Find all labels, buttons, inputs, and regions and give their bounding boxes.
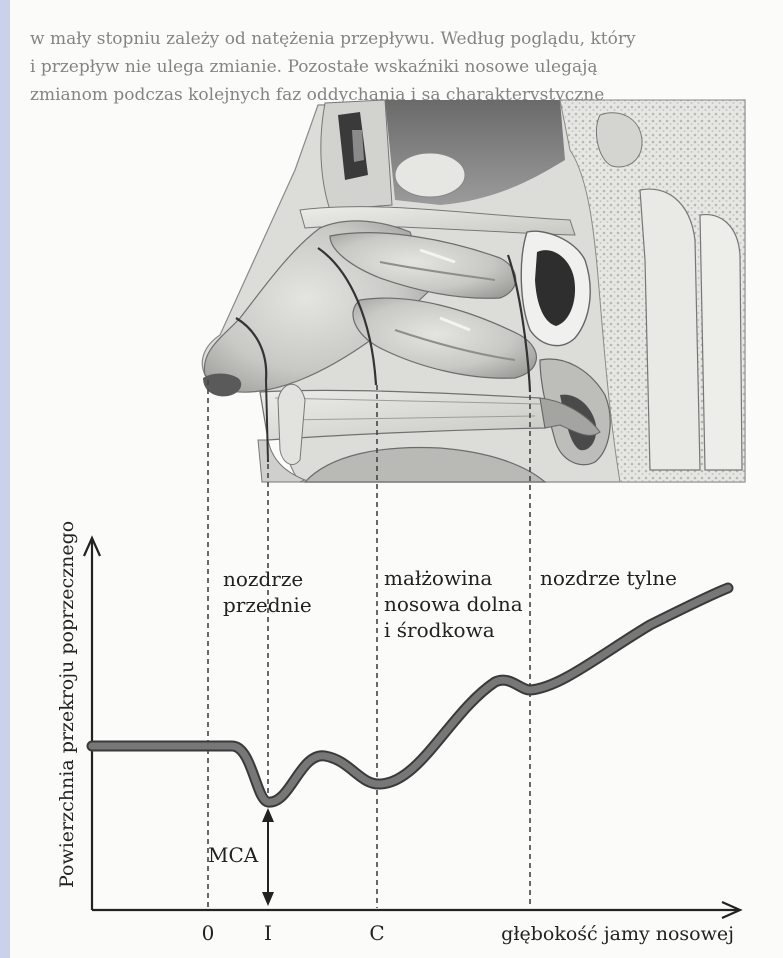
mca-arrow (262, 808, 274, 906)
mca-label: MCA (208, 843, 259, 867)
x-axis-label: głębokość jamy nosowej (501, 923, 734, 945)
background-text-line-2: i przepływ nie ulega zmianie. Pozostałe … (30, 57, 598, 77)
y-axis-label: Powierzchnia przekroju poprzecznego (56, 521, 78, 888)
x-tick-0: 0 (202, 921, 215, 945)
label-anterior-nares-1: nozdrze (223, 567, 303, 591)
label-turbinate-2: nosowa dolna (384, 592, 523, 616)
x-tick-C: C (369, 921, 384, 945)
background-text-line-1: w mały stopniu zależy od natężenia przep… (30, 29, 636, 49)
label-posterior-nares: nozdrze tylne (540, 566, 677, 590)
nasal-cavity-anatomy-illustration (202, 100, 745, 482)
label-turbinate-3: i środkowa (384, 618, 495, 642)
label-anterior-nares-2: przednie (223, 593, 312, 617)
label-turbinate-1: małżowina (384, 566, 492, 590)
x-tick-I: I (264, 921, 272, 945)
